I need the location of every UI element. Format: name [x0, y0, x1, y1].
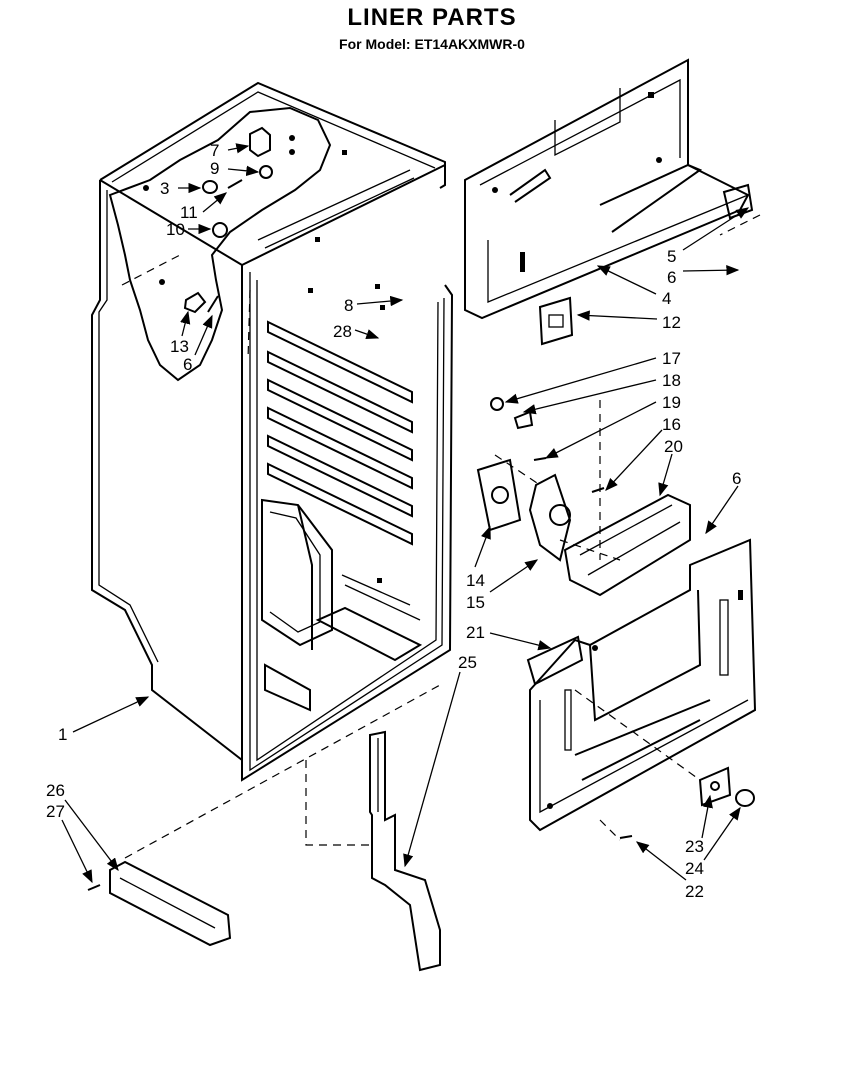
callout-19: 19	[662, 393, 681, 412]
model-subtitle: For Model: ET14AKXMWR-0	[339, 36, 525, 52]
liner-cabinet	[91, 81, 454, 782]
page-title: LINER PARTS	[347, 4, 517, 31]
callout-4: 4	[662, 289, 671, 308]
callout-6-upper-left: 6	[183, 355, 192, 374]
callout-21: 21	[466, 623, 485, 642]
callout-27: 27	[46, 802, 65, 821]
callout-26: 26	[46, 781, 65, 800]
fan-motor-assembly	[476, 397, 691, 597]
callout-13: 13	[170, 337, 189, 356]
callout-24: 24	[685, 859, 704, 878]
callout-11: 11	[180, 203, 198, 222]
lower-panel	[526, 538, 757, 839]
callout-14: 14	[466, 571, 485, 590]
callout-17: 17	[662, 349, 681, 368]
callout-25: 25	[458, 653, 477, 672]
callout-8: 8	[344, 296, 353, 315]
callout-labels: 7 9 3 11 10 13 6 8 28 5 6 4 12 17 18 19 …	[46, 141, 741, 901]
callout-9: 9	[210, 159, 219, 178]
callout-20: 20	[664, 437, 683, 456]
leader-lines	[61, 143, 750, 884]
alignment-lines	[121, 214, 761, 859]
bottom-bracket	[87, 860, 232, 947]
callout-23: 23	[685, 837, 704, 856]
callout-12: 12	[662, 313, 681, 332]
callout-7: 7	[210, 141, 219, 160]
cutaway-detail	[108, 106, 332, 382]
callout-5: 5	[667, 247, 676, 266]
callout-16: 16	[662, 415, 681, 434]
callout-15: 15	[466, 593, 485, 612]
drain-trough	[369, 730, 441, 972]
callout-1: 1	[58, 725, 67, 744]
callout-28: 28	[333, 322, 352, 341]
upper-control-panel	[464, 58, 754, 346]
callout-18: 18	[662, 371, 681, 390]
callout-22: 22	[685, 882, 704, 901]
callout-3: 3	[160, 179, 169, 198]
callout-6-fan: 6	[732, 469, 741, 488]
callout-10: 10	[166, 220, 185, 239]
callout-6-upper-right: 6	[667, 268, 676, 287]
